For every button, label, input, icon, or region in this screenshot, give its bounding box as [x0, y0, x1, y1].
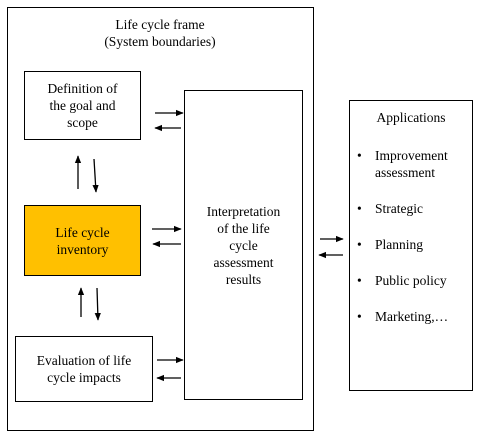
- life-cycle-frame: [7, 7, 314, 431]
- applications-list: •Improvement assessment •Strategic •Plan…: [352, 147, 470, 344]
- interpretation-box: Interpretation of the life cycle assessm…: [184, 90, 303, 400]
- application-item: •Planning: [357, 237, 424, 252]
- goal-and-scope-box: Definition of the goal and scope: [24, 71, 141, 140]
- applications-title: Applications: [376, 110, 446, 125]
- application-item: •Public policy: [357, 273, 447, 288]
- frame-title: Life cycle frame (System boundaries): [104, 17, 216, 49]
- application-item: •Marketing,…: [357, 309, 449, 324]
- life-cycle-inventory-box: Life cycle inventory: [24, 205, 141, 276]
- arrow-goal-to-inventory: [92, 158, 99, 193]
- impact-evaluation-box: Evaluation of life cycle impacts: [15, 336, 153, 402]
- application-item: •Strategic: [357, 201, 423, 216]
- arrow-inventory-to-impacts: [94, 287, 101, 321]
- application-item: •Improvement assessment: [357, 148, 448, 180]
- applications-box: Applications •Improvement assessment •St…: [349, 100, 473, 391]
